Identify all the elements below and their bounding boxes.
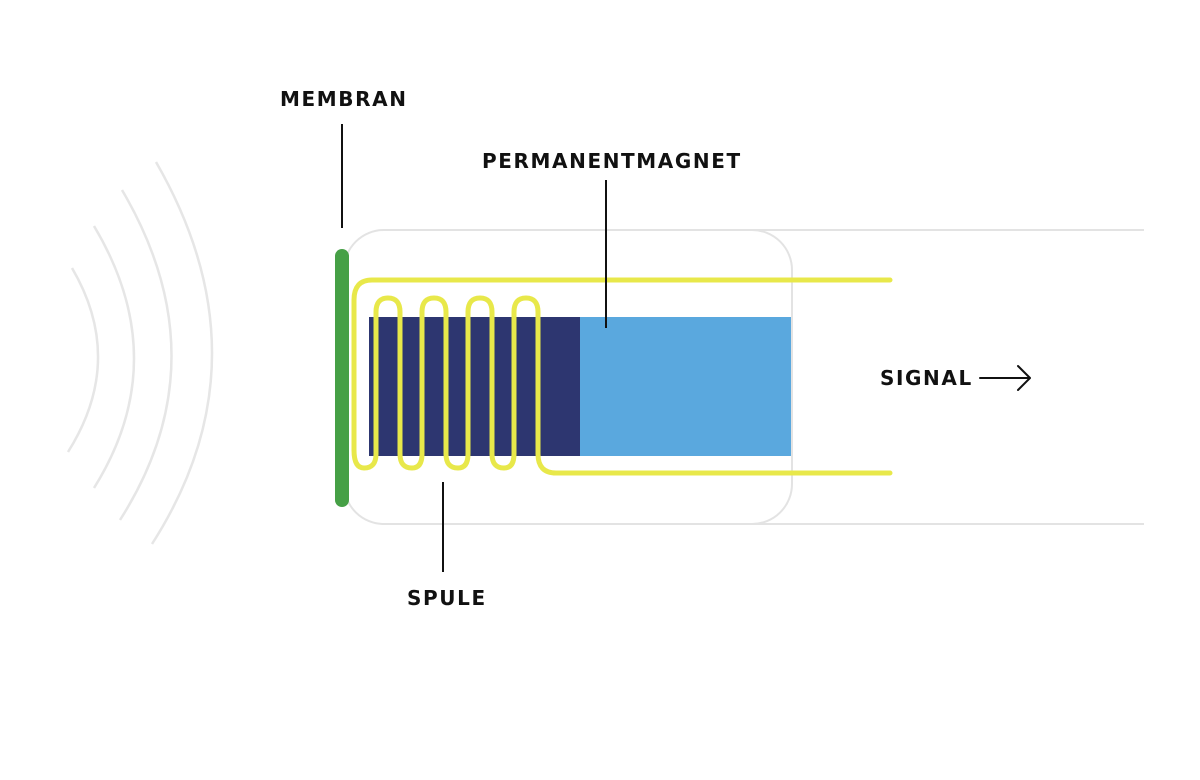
sound-wave-1 [66, 267, 100, 453]
magnet-light-part [580, 317, 791, 456]
permanent-magnet [369, 317, 791, 456]
coil [351, 277, 893, 476]
sound-wave-4 [150, 161, 214, 545]
coil-windings [351, 295, 893, 476]
arrow-right-icon [979, 365, 1031, 391]
leader-lines [341, 124, 607, 572]
magnet-dark-part [369, 317, 581, 456]
magnet-label: PERMANENTMAGNET [482, 149, 742, 173]
sound-waves-icon [66, 161, 214, 545]
sound-wave-2 [92, 225, 136, 489]
membrane-label: MEMBRAN [280, 87, 408, 111]
signal-label: SIGNAL [880, 366, 973, 390]
sound-wave-3 [118, 189, 173, 521]
coil-label: SPULE [407, 586, 487, 610]
coil-wire-top [351, 277, 893, 453]
